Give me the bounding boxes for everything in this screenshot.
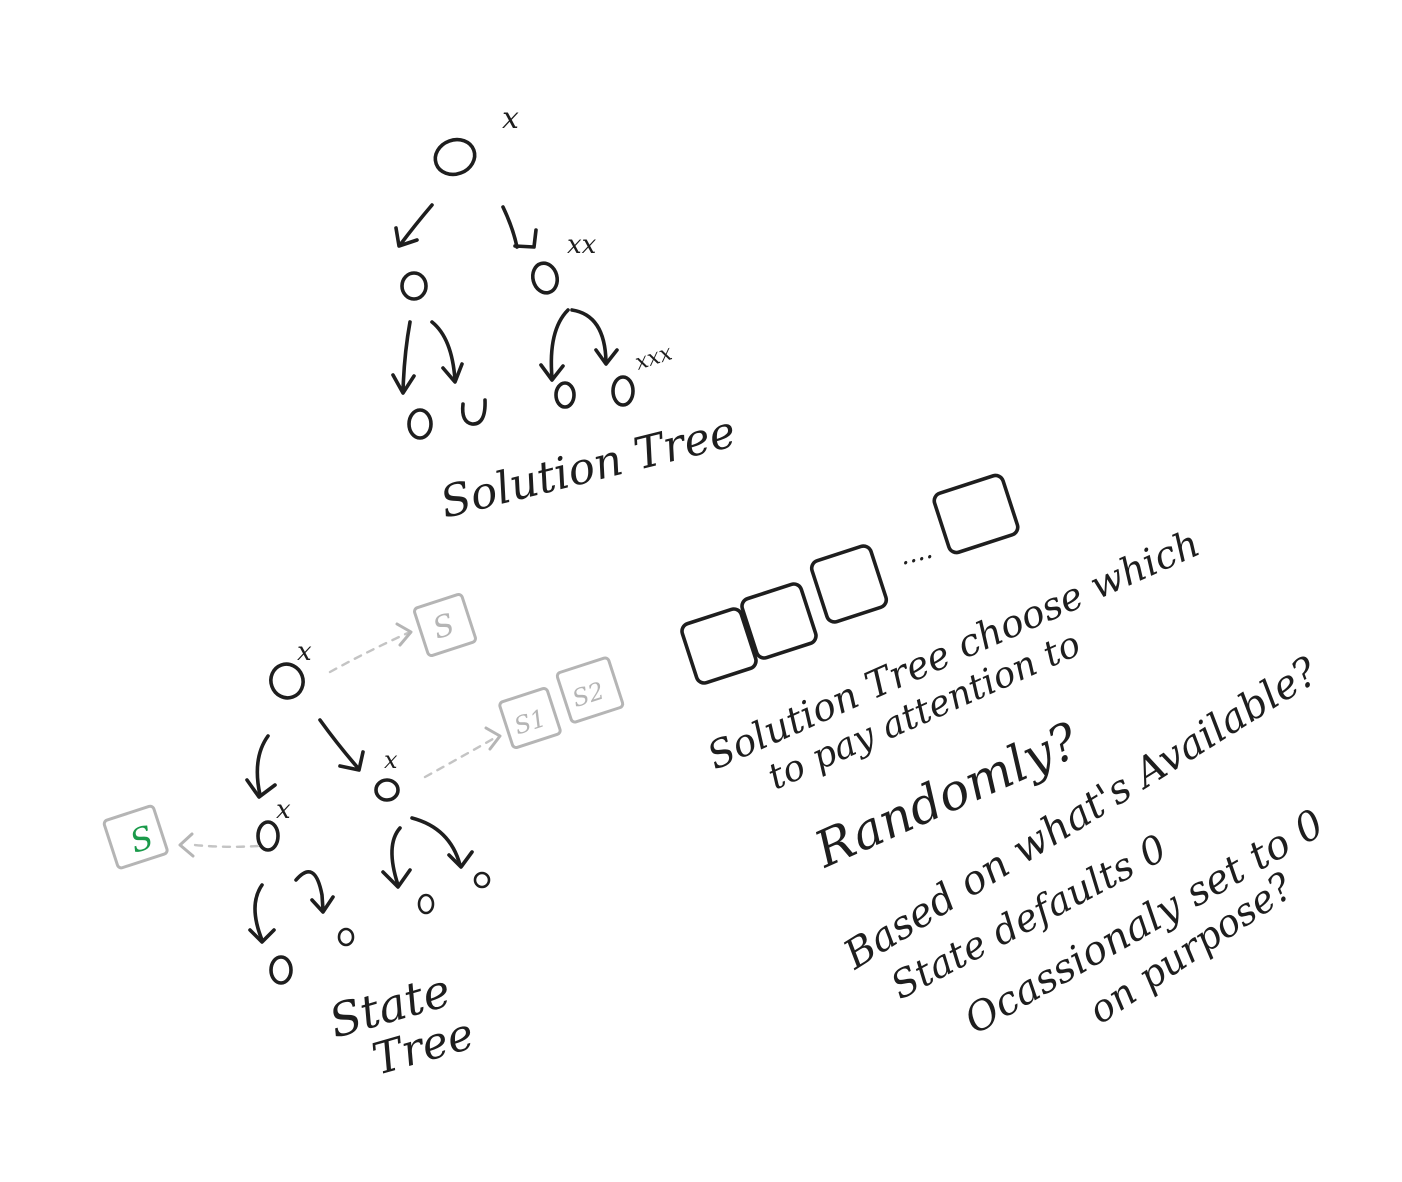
solution-leaf-1: [407, 408, 433, 440]
state-arrow-left: [245, 734, 277, 799]
array-ellipsis: ....: [896, 535, 935, 572]
array-box-3: [809, 544, 889, 624]
solution-root-node: [433, 137, 477, 177]
solution-leaf-2: [460, 398, 487, 426]
state-root-box: S: [413, 593, 477, 657]
svg-text:S2: S2: [569, 677, 608, 713]
state-right-node-mark: x: [384, 746, 398, 774]
state-left-node: [256, 820, 280, 852]
array-box-last: [932, 473, 1020, 555]
state-leaf-2: [337, 927, 355, 947]
state-arrow-right-left: [381, 826, 412, 889]
solution-left-node: [400, 271, 428, 301]
array-box-2: [740, 582, 818, 660]
state-left-box: S: [102, 804, 169, 870]
solution-arrow-left-right: [430, 320, 464, 384]
state-left-link: [193, 843, 260, 848]
solution-leaf-4-mark: xxx: [632, 340, 676, 375]
state-left-node-mark: x: [276, 795, 291, 825]
note-line-1: Solution Tree choose which: [701, 521, 1206, 778]
state-arrow-left-right: [294, 870, 335, 914]
notes: Solution Tree choose which to pay attent…: [701, 521, 1332, 1044]
state-leaf-1: [269, 955, 293, 985]
state-right-box-1: S1: [498, 686, 562, 750]
solution-right-node-mark: xx: [567, 230, 597, 260]
solution-tree: x xx: [391, 101, 741, 529]
solution-arrow-right-right: [570, 308, 619, 366]
state-right-node: [374, 778, 400, 802]
solution-leaf-4: [611, 375, 635, 407]
solution-right-node: [530, 261, 560, 295]
state-leaf-4: [473, 871, 491, 889]
solution-leaf-3: [554, 381, 576, 409]
svg-text:S: S: [429, 607, 459, 647]
state-arrow-right-right: [410, 816, 474, 869]
state-root-mark: x: [297, 637, 312, 667]
svg-text:S: S: [125, 818, 158, 861]
svg-text:S1: S1: [511, 704, 550, 740]
state-root-link: [328, 630, 412, 674]
state-tree: x S x S1 S2 x: [102, 593, 625, 1086]
solution-root-mark: x: [502, 101, 519, 136]
state-right-link: [423, 734, 500, 779]
solution-tree-caption: Solution Tree: [435, 406, 740, 529]
solution-arrow-left: [394, 203, 434, 248]
state-root-node: [269, 662, 305, 700]
state-right-box-2: S2: [555, 656, 625, 724]
state-arrow-left-left: [248, 883, 276, 944]
solution-tree-array: ....: [680, 473, 1020, 685]
state-leaf-3: [417, 893, 435, 915]
state-arrow-right: [318, 718, 365, 772]
array-box-1: [680, 607, 758, 685]
solution-arrow-left-left: [391, 320, 416, 395]
solution-arrow-right-left: [539, 308, 570, 382]
solution-arrow-right: [501, 205, 538, 249]
